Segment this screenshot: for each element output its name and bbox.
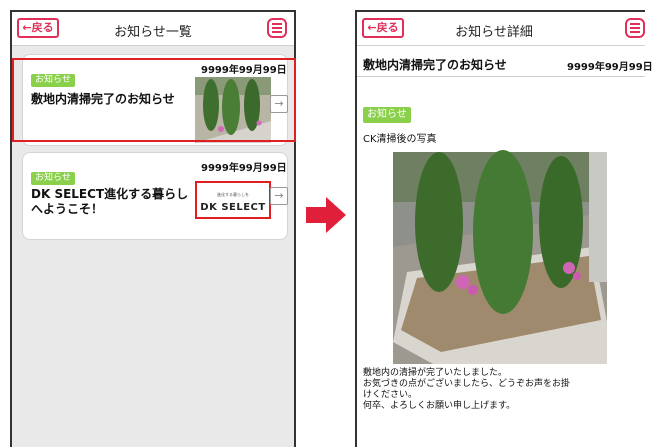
open-notice-button[interactable]: →: [270, 187, 288, 205]
notice-date: 9999年99月99日: [567, 62, 653, 73]
logo-tagline: 進化する暮らしを: [217, 192, 249, 197]
detail-header: ←戻る お知らせ詳細: [357, 12, 645, 46]
category-badge: お知らせ: [31, 74, 75, 87]
selection-highlight: [12, 58, 296, 142]
garden-photo-image: [393, 150, 607, 364]
page-title: お知らせ一覧: [114, 25, 192, 40]
divider: [357, 76, 645, 77]
notice-card[interactable]: 9999年99月99日 お知らせ DK SELECT進化する暮らし へようこそ！…: [22, 152, 288, 240]
notice-title-line: へようこそ！: [31, 202, 104, 216]
notice-card[interactable]: 9999年99月99日 お知らせ 敷地内清掃完了のお知らせ →: [22, 54, 288, 146]
notice-title: 敷地内清掃完了のお知らせ: [363, 58, 507, 72]
back-button[interactable]: ←戻る: [362, 18, 404, 38]
dk-select-logo: 進化する暮らしを DK SELECT: [195, 181, 271, 219]
menu-icon[interactable]: [267, 18, 287, 38]
body-line: 敷地内の清掃が完了いたしました。: [363, 368, 508, 378]
open-notice-button[interactable]: →: [270, 95, 288, 113]
garden-photo: [393, 150, 607, 364]
back-button[interactable]: ←戻る: [17, 18, 59, 38]
transition-arrow-icon: [306, 197, 346, 233]
list-header: ←戻る お知らせ一覧: [12, 12, 294, 46]
notice-title-line: DK SELECT進化する暮らし: [31, 187, 189, 201]
category-badge: お知らせ: [363, 107, 411, 123]
garden-photo-thumbnail: [195, 77, 271, 143]
logo-wordmark: DK SELECT: [200, 202, 266, 213]
notice-title: DK SELECT進化する暮らし へようこそ！: [31, 187, 188, 217]
notice-thumbnail: [195, 77, 271, 143]
flow-illustration: ←戻る お知らせ一覧 9999年99月99日 お知らせ 敷地内清掃完了のお知らせ: [10, 10, 653, 447]
menu-icon[interactable]: [625, 18, 645, 38]
body-line: 何卒、よろしくお願い申し上げます。: [363, 401, 516, 411]
photo-caption: CK清掃後の写真: [363, 134, 437, 145]
body-line: お気づきの点がございましたら、どうぞお声をお掛: [363, 379, 571, 389]
notice-date: 9999年99月99日: [201, 65, 287, 76]
notice-date: 9999年99月99日: [201, 163, 287, 174]
notice-title: 敷地内清掃完了のお知らせ: [31, 92, 175, 106]
category-badge: お知らせ: [31, 172, 75, 185]
notice-list-screen: ←戻る お知らせ一覧 9999年99月99日 お知らせ 敷地内清掃完了のお知らせ: [10, 10, 296, 447]
page-title: お知らせ詳細: [455, 25, 533, 40]
body-line: けください。: [363, 390, 418, 400]
notice-detail-screen: ←戻る お知らせ詳細 敷地内清掃完了のお知らせ 9999年99月99日 お知らせ…: [355, 10, 653, 447]
notice-body: 敷地内の清掃が完了いたしました。 お気づきの点がございましたら、どうぞお声をお掛…: [363, 368, 633, 412]
